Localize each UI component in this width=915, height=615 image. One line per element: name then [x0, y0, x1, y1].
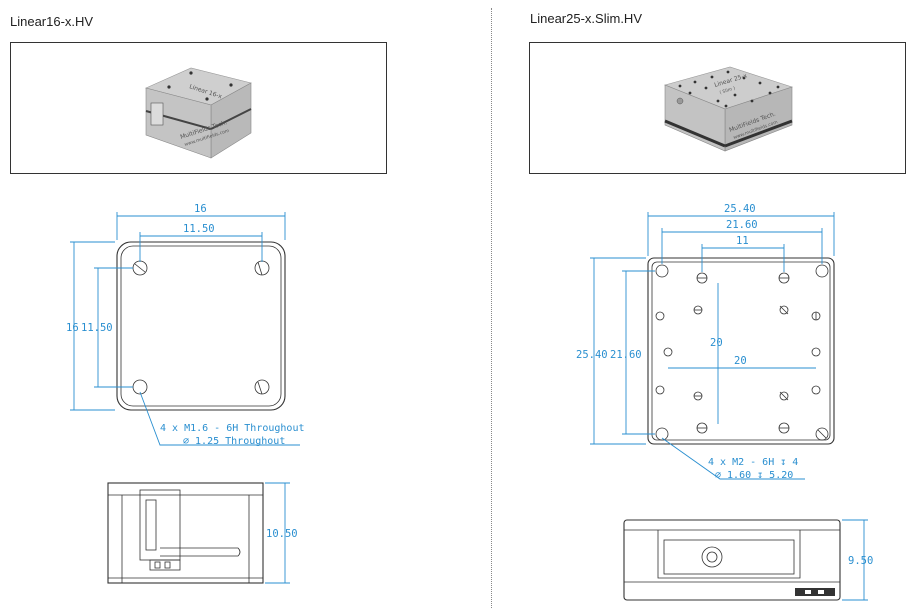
left-dim-side-height: 10.50 — [266, 528, 298, 540]
right-hole-note-line2: ∅ 1.60 ↧ 5.20 — [715, 470, 793, 481]
column-divider — [491, 8, 492, 608]
right-top-view — [647, 257, 835, 445]
right-side-view — [623, 519, 841, 601]
right-dim-center-horizontal: 20 — [734, 355, 747, 367]
left-dimensions: 16 11.50 16 11.50 4 x M1.6 - 6H Througho… — [66, 203, 305, 447]
left-dim-width-outer: 16 — [194, 203, 207, 215]
right-dim-height-holes: 21.60 — [610, 349, 642, 361]
right-dim-center-vertical: 20 — [710, 337, 723, 349]
right-dim-width-holes: 21.60 — [726, 219, 758, 231]
left-stage-image: Linear 16-x MultiFields Tech. www.multif… — [145, 67, 252, 159]
right-hole-note-line1: 4 x M2 - 6H ↧ 4 — [708, 457, 798, 468]
left-side-dimension: 10.50 — [265, 482, 298, 584]
left-dim-height-holes: 11.50 — [81, 322, 113, 334]
left-hole-note-line1: 4 x M1.6 - 6H Throughout — [160, 423, 305, 434]
right-stage-image: Linear 25-x ( Slim ) MultiFields Tech. w… — [664, 66, 793, 152]
left-side-view — [107, 482, 264, 584]
right-dim-side-height: 9.50 — [848, 555, 873, 567]
right-dim-width-outer: 25.40 — [724, 203, 756, 215]
left-dim-height-outer: 16 — [66, 322, 79, 334]
right-dim-height-outer: 25.40 — [576, 349, 608, 361]
right-product-photo: Linear 25-x ( Slim ) MultiFields Tech. w… — [529, 42, 906, 174]
left-dim-width-holes: 11.50 — [183, 223, 215, 235]
left-product-title: Linear16-x.HV — [10, 14, 94, 29]
right-photo-sub-label: ( Slim ) — [719, 85, 736, 96]
right-product-title: Linear25-x.Slim.HV — [530, 11, 642, 26]
right-side-dimension: 9.50 — [842, 519, 873, 601]
left-product-photo: Linear 16-x MultiFields Tech. www.multif… — [10, 42, 387, 174]
left-top-view — [116, 241, 286, 411]
left-hole-note-line2: ∅ 1.25 Throughout — [183, 436, 285, 447]
right-dimensions: 25.40 21.60 11 25.40 21.60 20 20 4 x M2 … — [576, 203, 835, 481]
right-dim-width-inner: 11 — [736, 235, 749, 247]
